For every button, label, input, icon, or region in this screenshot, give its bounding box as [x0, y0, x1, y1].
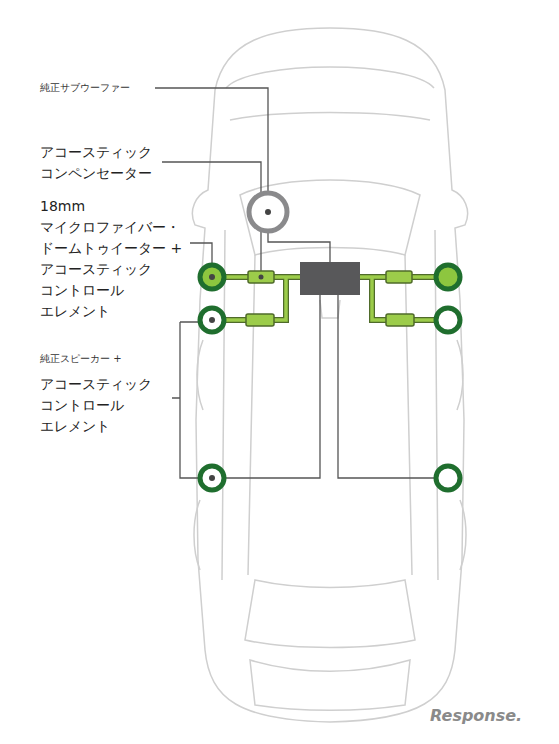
part-label: アコースティック コンペンセーター: [40, 142, 190, 184]
leader-dots: [209, 209, 271, 481]
part-label: 純正サブウーファー: [40, 81, 158, 94]
part-label: アコースティック コントロール エレメント: [40, 374, 170, 437]
control-unit: [300, 262, 360, 295]
subwoofer-symbol: [249, 193, 287, 231]
part-label: 18mm マイクロファイバー・ ドームトゥイーター + アコースティック コント…: [40, 196, 190, 322]
watermark: Response.: [430, 706, 550, 725]
car-outline: [192, 28, 467, 722]
speaker-symbols: [200, 265, 460, 490]
part-label: 純正スピーカー +: [40, 352, 170, 365]
acoustic-compensator: [248, 271, 274, 283]
wires: [224, 232, 436, 478]
